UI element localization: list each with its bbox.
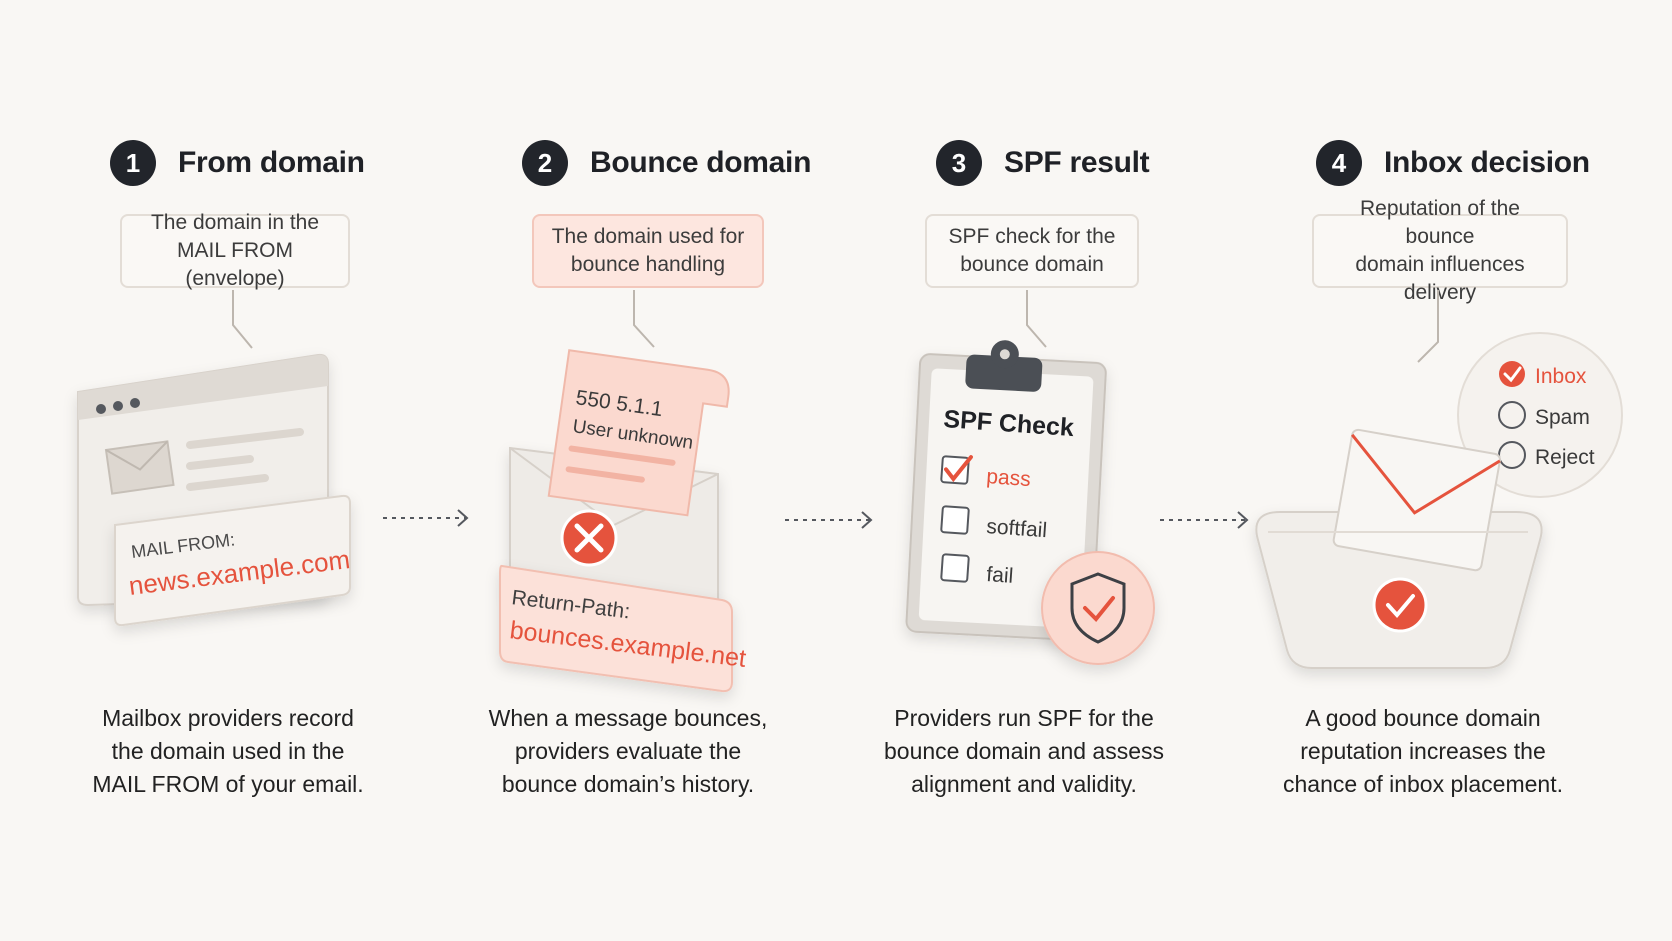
- shield-check-icon: [1041, 551, 1155, 665]
- step-2-caption-line1: When a message bounces,: [488, 705, 768, 731]
- step-1-caption-line1: Mailbox providers record: [102, 705, 354, 731]
- step-2-caption-line3: bounce domain’s history.: [501, 771, 755, 797]
- window-dots-icon: [96, 398, 140, 414]
- step-1-header: 1 From domain: [110, 140, 365, 186]
- step-4-header: 4 Inbox decision: [1316, 140, 1590, 186]
- step-4-number: 4: [1316, 140, 1362, 186]
- step-1-caption: Mailbox providers record the domain used…: [63, 702, 393, 801]
- spf-option-softfail: softfail: [986, 515, 1048, 542]
- step-2-connector: [633, 290, 655, 348]
- step-1-caption-line3: MAIL FROM of your email.: [92, 771, 364, 797]
- step-3-caption: Providers run SPF for the bounce domain …: [859, 702, 1189, 801]
- step-3-callout-line2: bounce domain: [960, 253, 1104, 276]
- step-4-callout-line1: Reputation of the bounce: [1360, 197, 1520, 248]
- decision-option-inbox: Inbox: [1535, 365, 1587, 388]
- step-2-caption: When a message bounces, providers evalua…: [463, 702, 793, 801]
- step-4-connector: [1417, 290, 1439, 363]
- step-1-callout-line2: MAIL FROM (envelope): [177, 239, 293, 290]
- step-2-callout-line1: The domain used for: [551, 225, 745, 248]
- step-4-caption-line1: A good bounce domain: [1305, 705, 1541, 731]
- spf-option-fail: fail: [986, 563, 1014, 588]
- step-3-header: 3 SPF result: [936, 140, 1150, 186]
- radio-inbox-icon: [1499, 361, 1525, 387]
- envelope-icon: [104, 440, 175, 495]
- step-3-caption-line2: bounce domain and assess: [883, 738, 1165, 764]
- step-1-number: 1: [110, 140, 156, 186]
- step-3-callout: SPF check for the bounce domain: [925, 214, 1139, 288]
- arrow-3-icon: [1160, 511, 1249, 529]
- step-1-caption-line2: the domain used in the: [111, 738, 345, 764]
- step-4-caption-line3: chance of inbox placement.: [1282, 771, 1563, 797]
- mail-from-card: [114, 494, 351, 627]
- step-2-title: Bounce domain: [590, 146, 812, 179]
- decision-option-spam: Spam: [1535, 406, 1590, 429]
- decision-option-reject: Reject: [1535, 446, 1595, 469]
- step-1-callout-line1: The domain in the: [150, 211, 320, 234]
- spf-option-pass: pass: [986, 465, 1032, 491]
- inbox-envelope-icon: [1332, 428, 1501, 572]
- text-lines-icon: [186, 428, 304, 491]
- return-path-card: [499, 564, 733, 693]
- step-3-caption-line1: Providers run SPF for the: [894, 705, 1154, 731]
- arrow-2-icon: [785, 511, 873, 529]
- step-1-connector: [232, 290, 253, 349]
- step-4-callout-line2: domain influences delivery: [1355, 253, 1525, 304]
- clipboard-clip-icon: [965, 340, 1043, 392]
- step-3-number: 3: [936, 140, 982, 186]
- radio-spam-icon: [1498, 401, 1526, 429]
- error-x-icon: [560, 509, 618, 567]
- step-2-callout-line2: bounce handling: [570, 253, 726, 276]
- arrow-1-icon: [383, 509, 469, 527]
- checkbox-softfail-icon: [940, 505, 970, 535]
- bounce-paper: [547, 349, 730, 517]
- step-2-header: 2 Bounce domain: [522, 140, 811, 186]
- step-1-title: From domain: [178, 146, 365, 179]
- checkbox-fail-icon: [940, 553, 970, 583]
- step-3-title: SPF result: [1004, 146, 1150, 179]
- step-4-caption-line2: reputation increases the: [1300, 738, 1546, 764]
- step-2-caption-line2: providers evaluate the: [514, 738, 742, 764]
- checkbox-pass-icon: [940, 455, 973, 485]
- step-4-caption: A good bounce domain reputation increase…: [1258, 702, 1588, 801]
- inbox-check-icon: [1372, 577, 1428, 633]
- step-4-title: Inbox decision: [1384, 146, 1590, 179]
- step-3-caption-line3: alignment and validity.: [911, 771, 1137, 797]
- step-3-connector: [1026, 290, 1047, 348]
- step-3-callout-line1: SPF check for the: [948, 225, 1116, 248]
- step-2-callout: The domain used for bounce handling: [532, 214, 764, 288]
- step-2-number: 2: [522, 140, 568, 186]
